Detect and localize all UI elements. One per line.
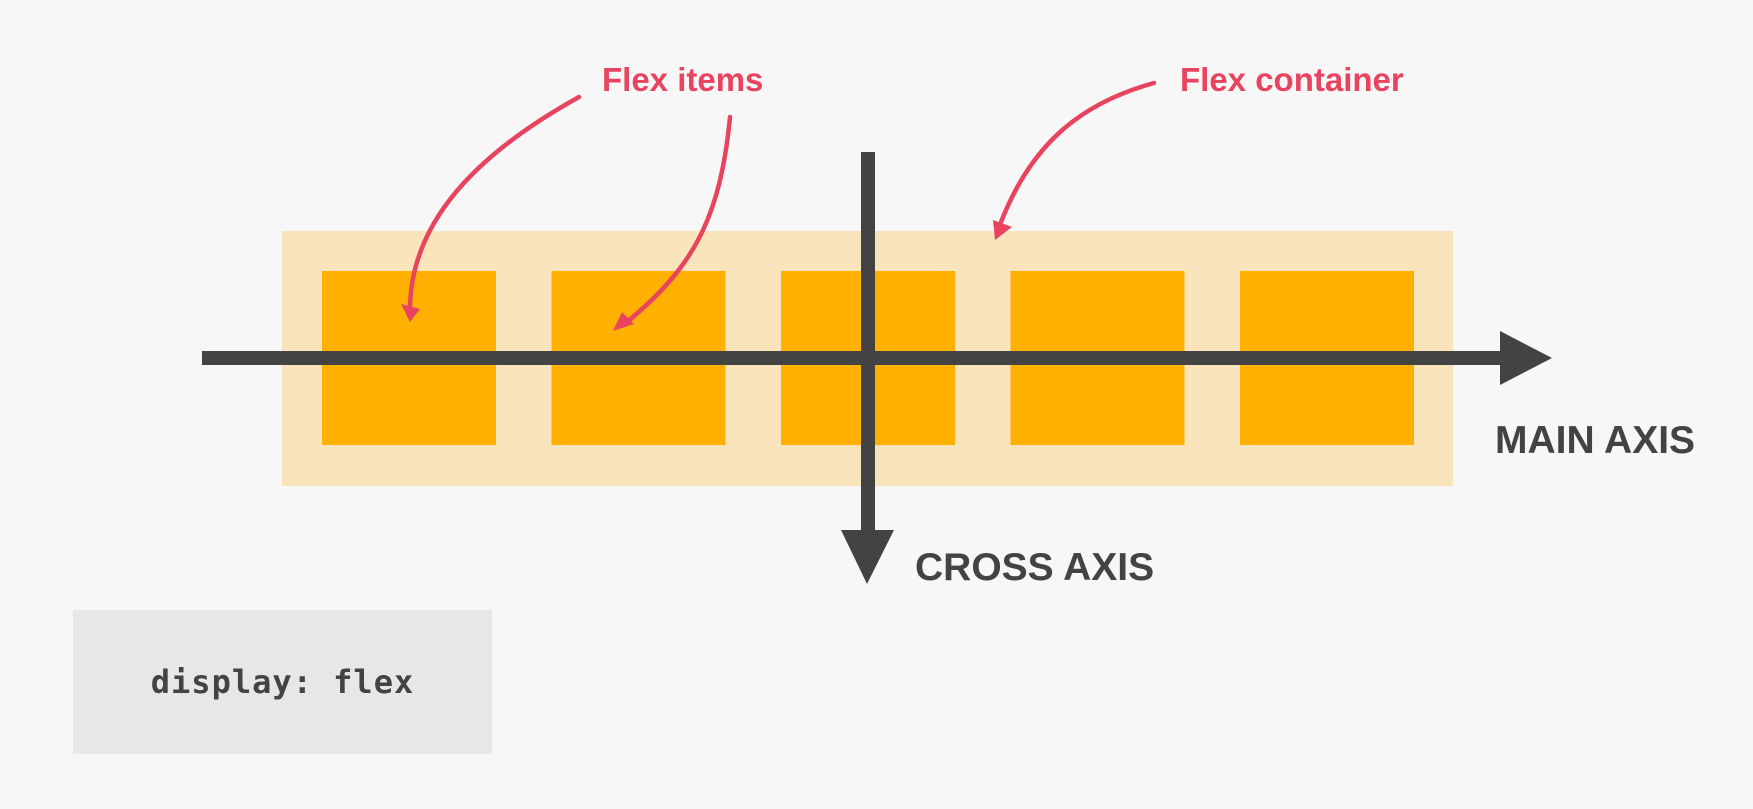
flex-items-arrow-2 xyxy=(624,114,733,325)
flex-items-arrowhead-1 xyxy=(401,304,420,322)
flex-container-arrow xyxy=(998,80,1157,225)
main-axis-arrowhead xyxy=(1500,331,1552,385)
code-snippet-text: display: flex xyxy=(150,663,415,701)
callout-arrows xyxy=(401,80,1157,331)
main-axis-arrow xyxy=(202,331,1552,385)
flex-items-callout-label: Flex items xyxy=(602,61,764,98)
cross-axis-arrow xyxy=(841,152,894,584)
cross-axis-line xyxy=(861,152,875,536)
code-snippet-box: display: flex xyxy=(73,610,492,754)
flex-container-arrowhead xyxy=(993,220,1012,240)
cross-axis-label: CROSS AXIS xyxy=(915,546,1155,589)
flex-container-callout-label: Flex container xyxy=(1180,61,1404,98)
flex-items-arrow-1 xyxy=(407,94,582,313)
cross-axis-arrowhead xyxy=(841,530,894,584)
main-axis-label: MAIN AXIS xyxy=(1495,419,1696,462)
main-axis-line xyxy=(202,351,1506,365)
flex-items-arrowhead-2 xyxy=(613,312,634,331)
